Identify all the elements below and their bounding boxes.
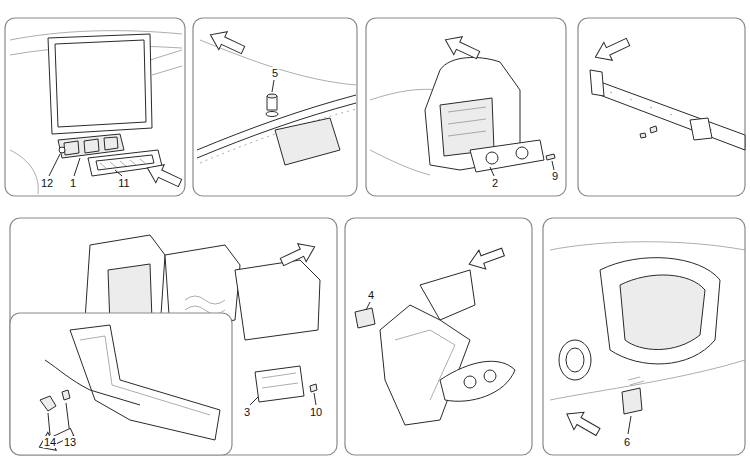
beam-bracket <box>690 118 712 140</box>
bolt <box>650 126 657 133</box>
trim-opening <box>96 155 154 170</box>
console-line <box>550 242 745 250</box>
leader-line <box>552 161 554 170</box>
leader-line <box>250 397 258 405</box>
windshield-line <box>200 40 356 85</box>
callout-number: 10 <box>309 406 323 418</box>
mirror-button <box>484 370 496 382</box>
leader-line <box>490 167 494 176</box>
view-panel <box>10 218 337 455</box>
screw <box>546 154 555 160</box>
sensor-slot <box>628 377 644 385</box>
direction-arrow <box>143 159 184 192</box>
callout-number: 1 <box>69 177 77 189</box>
vent-line <box>150 50 182 75</box>
view-panel <box>366 18 566 196</box>
display-screen <box>48 34 152 134</box>
inset-panel <box>10 313 232 455</box>
callout-number: 12 <box>40 177 54 189</box>
dash-line <box>10 150 38 194</box>
direction-arrow <box>466 243 507 274</box>
sensor-seat <box>266 112 278 117</box>
callout-number: 9 <box>551 170 559 182</box>
dash-grille <box>275 118 340 165</box>
screw <box>310 384 317 392</box>
module-detail <box>262 373 298 388</box>
console-line <box>370 150 430 175</box>
air-duct <box>70 325 220 440</box>
console-line <box>550 360 745 400</box>
direction-arrow <box>206 26 247 59</box>
duct-inset <box>10 313 232 456</box>
hvac-duct <box>235 260 320 340</box>
callout-number: 4 <box>367 289 375 301</box>
screw <box>59 147 65 153</box>
view-panel <box>193 18 357 196</box>
callout-number: 2 <box>491 177 499 189</box>
well-floor <box>620 275 705 350</box>
callout-number: 5 <box>271 67 279 79</box>
round-trim <box>559 340 591 380</box>
direction-arrow <box>35 423 76 456</box>
control-knob <box>486 152 498 164</box>
direction-arrow <box>591 33 632 66</box>
panel-frames <box>5 18 745 455</box>
mirror-mount <box>380 305 470 425</box>
view-panel <box>5 18 185 196</box>
cross-beam <box>592 80 745 150</box>
mirror-head <box>440 361 515 401</box>
callout-number: 6 <box>623 436 631 448</box>
housing-cover <box>420 270 475 320</box>
direction-arrow <box>562 405 603 440</box>
control-knob <box>516 147 528 159</box>
mirror-view <box>355 243 515 425</box>
trim-slots <box>100 159 146 168</box>
leader-line <box>628 416 631 434</box>
display-view <box>10 31 184 194</box>
clip <box>40 396 56 411</box>
console-view <box>550 242 745 441</box>
control-buttons <box>64 137 118 155</box>
leader-line <box>48 413 50 435</box>
direction-arrow <box>441 31 482 64</box>
round-trim <box>566 348 584 372</box>
sensor-part <box>355 308 375 328</box>
bolt <box>640 133 646 138</box>
rear-vent-view <box>370 31 555 176</box>
mirror-button <box>464 376 476 388</box>
leader-line <box>314 393 316 405</box>
display-bezel <box>55 40 146 127</box>
callout-number: 13 <box>63 436 77 448</box>
view-panel <box>578 18 745 196</box>
beam-bracket <box>590 70 604 96</box>
sensor-view <box>197 26 356 165</box>
rear-control <box>470 140 544 172</box>
duct-edge <box>80 336 210 415</box>
callout-number: 11 <box>117 177 130 189</box>
vent-ribs <box>448 107 486 136</box>
callout-number: 3 <box>243 406 251 418</box>
wire <box>45 360 140 405</box>
leader-line <box>366 302 370 310</box>
view-panel <box>345 218 532 455</box>
control-panel <box>58 134 124 158</box>
sensor-part <box>622 388 642 414</box>
sensor-top <box>267 94 277 98</box>
leader-line <box>74 158 80 176</box>
leader-line <box>49 154 60 176</box>
leader-line <box>272 80 274 92</box>
callout-number: 14 <box>43 436 57 448</box>
view-panel <box>543 218 745 455</box>
storage-well <box>600 258 720 364</box>
leader-line <box>115 170 122 176</box>
control-module <box>255 366 304 402</box>
direction-arrow <box>278 238 319 271</box>
clip <box>62 390 70 400</box>
beam-view <box>590 33 745 150</box>
